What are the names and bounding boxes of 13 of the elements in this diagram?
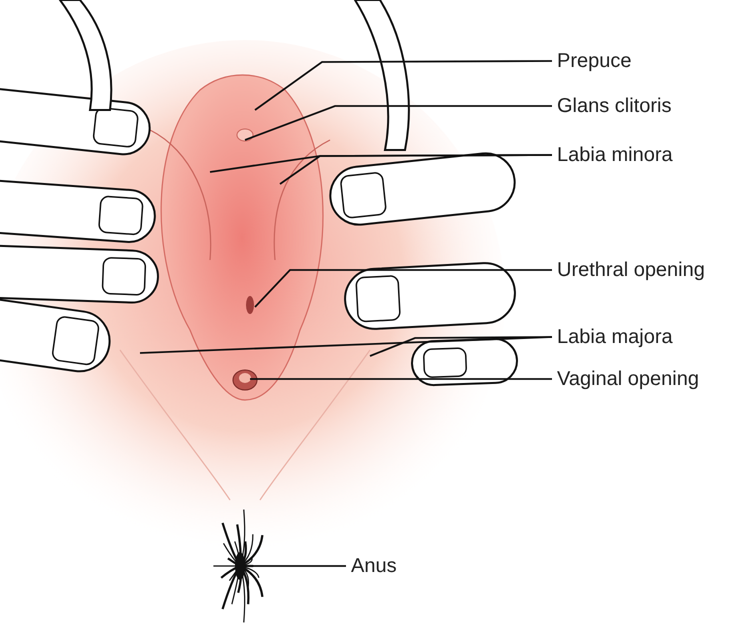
anatomy-label: Glans clitoris xyxy=(557,94,672,118)
anatomy-label: Labia majora xyxy=(557,325,673,349)
anatomy-label: Urethral opening xyxy=(557,258,705,282)
anatomy-label: Labia minora xyxy=(557,143,673,167)
anatomy-label: Prepuce xyxy=(557,49,632,73)
leader-line xyxy=(370,336,552,357)
anatomy-label: Vaginal opening xyxy=(557,367,699,391)
leader-line xyxy=(244,105,552,141)
leader-line xyxy=(254,269,552,308)
leader-line xyxy=(279,154,552,185)
leader-line xyxy=(250,378,552,380)
leader-line xyxy=(254,60,552,111)
anatomy-label: Anus xyxy=(351,554,397,578)
